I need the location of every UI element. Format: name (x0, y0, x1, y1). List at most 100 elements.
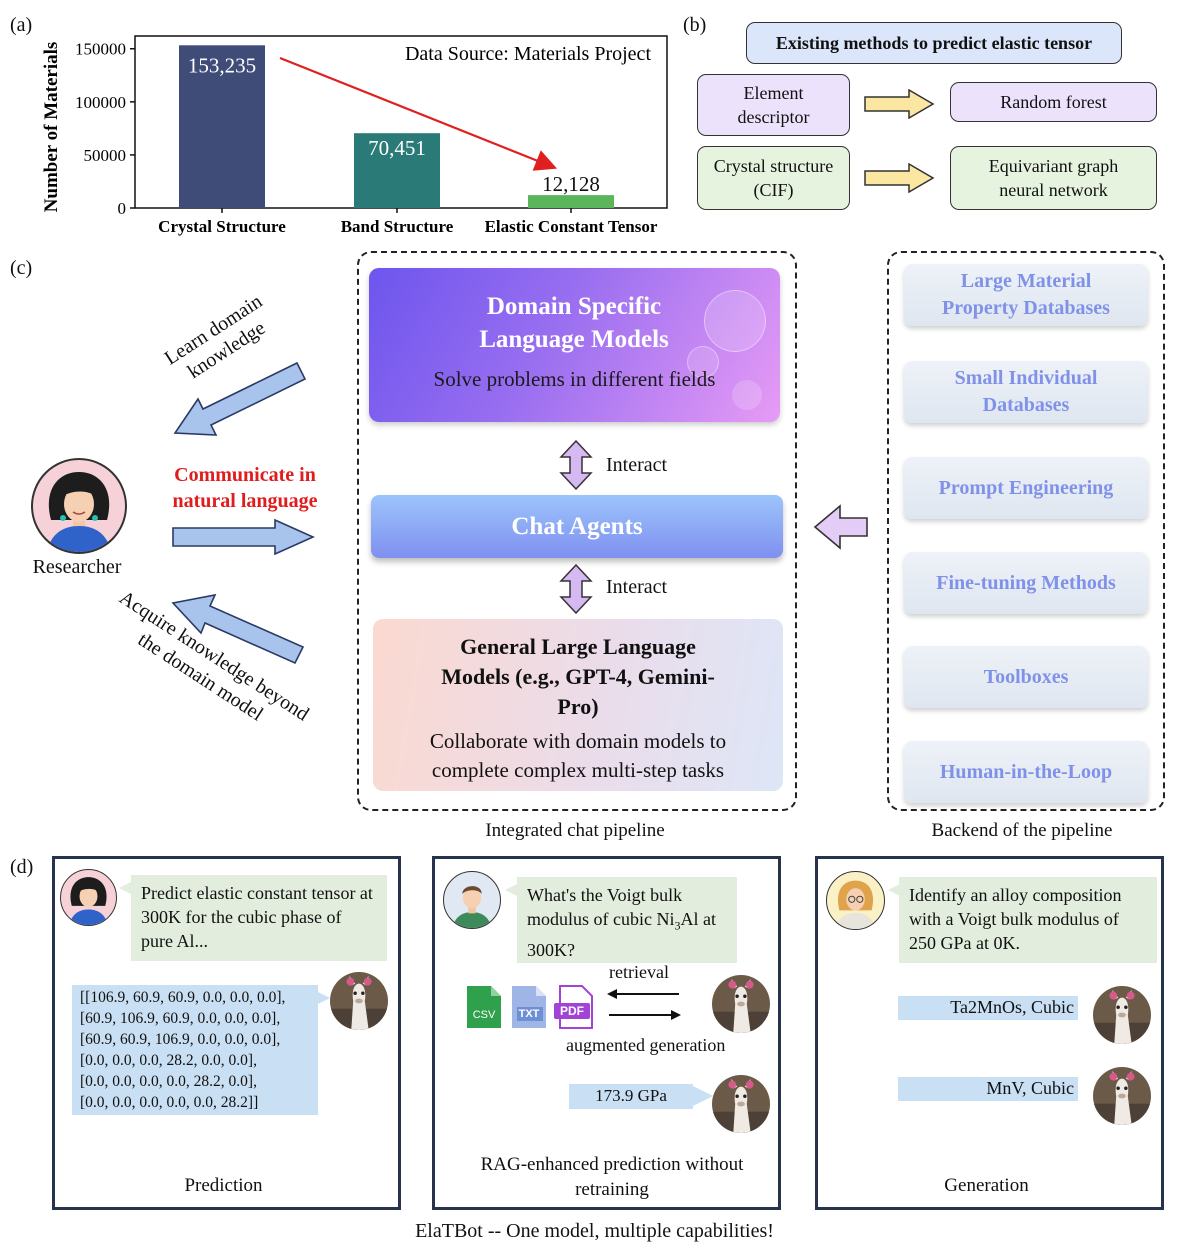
crystal-structure-label: Crystal structure (CIF) (713, 156, 834, 200)
data-label: 12,128 (542, 172, 600, 196)
yellow-arrow-icon (864, 163, 935, 193)
communicate-arrow-icon (172, 518, 315, 556)
acquire-arrow-icon (171, 593, 305, 665)
generation-answer-1: Ta2MnOs, Cubic (898, 996, 1078, 1020)
backend-dashed-frame (887, 251, 1165, 811)
backend-item-toolboxes: Toolboxes (904, 646, 1148, 708)
retrieval-label: retrieval (609, 962, 669, 982)
domain-models-card: Domain Specific Language Models Solve pr… (369, 268, 780, 422)
y-tick-label: 150000 (75, 40, 126, 59)
llama-icon (1093, 986, 1151, 1044)
panel-d-label: (d) (10, 856, 34, 878)
yellow-arrow-icon (864, 89, 935, 119)
backend-caption: Backend of the pipeline (931, 820, 1113, 841)
researcher-woman-icon (47, 472, 111, 552)
panel-a-label: (a) (10, 14, 33, 36)
domain-models-subtitle: Solve problems in different fields (433, 367, 716, 391)
crystal-structure-box: Crystal structure (CIF) (697, 146, 850, 210)
y-tick-label: 100000 (75, 93, 126, 112)
elatbot-avatar (712, 1075, 770, 1133)
x-tick-label: Elastic Constant Tensor (485, 217, 658, 236)
generation-question: Identify an alloy composition with a Voi… (899, 877, 1157, 963)
elatbot-avatar (1093, 986, 1151, 1044)
woman-glasses-user-icon (835, 880, 876, 929)
rag-question: What's the Voigt bulk modulus of cubic N… (517, 877, 737, 963)
data-label: 153,235 (188, 53, 256, 77)
bubble-decoration (704, 290, 766, 352)
llama-icon (712, 1075, 770, 1133)
elatbot-avatar (712, 975, 770, 1033)
prediction-caption: Prediction (184, 1175, 263, 1196)
chat-agents-title: Chat Agents (511, 512, 643, 540)
answer-row: [60.9, 60.9, 106.9, 0.0, 0.0, 0.0], (80, 1031, 281, 1048)
general-llm-title: General Large Language Models (e.g., GPT… (441, 634, 715, 719)
generation-caption: Generation (944, 1175, 1029, 1196)
generation-answer-2: MnV, Cubic (898, 1077, 1078, 1101)
panel-c-label: (c) (10, 257, 33, 279)
interact-label-2: Interact (606, 576, 668, 598)
bubble-decoration (687, 346, 719, 378)
llama-icon (1093, 1067, 1151, 1125)
researcher-avatar (31, 458, 127, 554)
answer-row: [0.0, 0.0, 0.0, 0.0, 0.0, 28.2]] (80, 1094, 259, 1111)
pdf-file-icon: PDF (553, 985, 595, 1029)
pipeline-dashed-frame (357, 251, 797, 811)
bubble-decoration (732, 380, 762, 410)
man-user-icon (452, 886, 492, 928)
backend-item-databases: Large Material Property Databases (904, 264, 1148, 326)
interact-double-arrow-icon (559, 564, 593, 614)
woman-user-icon (69, 877, 108, 925)
answer-row: [[106.9, 60.9, 60.9, 0.0, 0.0, 0.0], (80, 989, 286, 1006)
domain-models-title: Domain Specific Language Models (479, 293, 669, 353)
bubble-tail-icon (693, 1086, 713, 1106)
element-descriptor-box: Element descriptor (697, 74, 850, 136)
bar-chart: 0 50000 100000 150000 Number of MaterialsCry… (41, 35, 668, 236)
backend-item-fine-tuning: Fine-tuning Methods (904, 552, 1148, 614)
y-axis-label: Number of Materials (41, 42, 62, 213)
x-tick-label: Crystal Structure (158, 217, 286, 236)
researcher-label: Researcher (32, 556, 122, 578)
data-label: 70,451 (368, 136, 426, 160)
answer-row: [0.0, 0.0, 0.0, 0.0, 28.2, 0.0], (80, 1073, 257, 1090)
llama-icon (330, 972, 388, 1030)
elatbot-avatar (1093, 1067, 1151, 1125)
general-llm-card: General Large Language Models (e.g., GPT… (373, 619, 783, 791)
augmented-label: augmented generation (566, 1035, 726, 1055)
methods-title: Existing methods to predict elastic tens… (775, 33, 1093, 53)
footer-tagline: ElaTBot -- One model, multiple capabilit… (415, 1220, 774, 1242)
bubble-tail-icon (310, 988, 330, 1008)
trend-arrow (279, 56, 558, 171)
backend-arrow-icon (813, 504, 868, 550)
learn-arrow-icon (173, 361, 307, 436)
prediction-answer: [[106.9, 60.9, 60.9, 0.0, 0.0, 0.0], [60… (72, 985, 318, 1115)
txt-file-icon: TXT (509, 985, 547, 1029)
chat-agents-card: Chat Agents (371, 495, 783, 558)
answer-row: [60.9, 106.9, 60.9, 0.0, 0.0, 0.0], (80, 1010, 281, 1027)
rag-caption: RAG-enhanced prediction without retraini… (480, 1154, 744, 1200)
gnn-label: Equivariant graph neural network (988, 156, 1119, 200)
llama-icon (712, 975, 770, 1033)
bar (354, 133, 440, 208)
answer-row: [0.0, 0.0, 0.0, 28.2, 0.0, 0.0], (80, 1052, 257, 1069)
methods-title-box: Existing methods to predict elastic tens… (746, 22, 1122, 64)
user-avatar (443, 871, 501, 929)
rag-answer: 173.9 GPa (569, 1084, 693, 1109)
bar (528, 195, 614, 208)
panel-b-label: (b) (683, 14, 707, 36)
interact-double-arrow-icon (559, 440, 593, 490)
y-tick-label: 0 (118, 199, 127, 218)
retrieval-arrows-icon (607, 989, 681, 1020)
y-tick-label: 50000 (84, 146, 127, 165)
user-avatar (60, 869, 117, 926)
chart-annotation: Data Source: Materials Project (405, 43, 651, 65)
random-forest-box: Random forest (950, 82, 1157, 122)
backend-item-human-in-loop: Human-in-the-Loop (904, 741, 1148, 803)
communicate-text: Communicate in natural language (172, 464, 318, 512)
general-llm-subtitle: Collaborate with domain models to comple… (429, 729, 727, 782)
gnn-box: Equivariant graph neural network (950, 146, 1157, 210)
user-avatar (826, 871, 885, 930)
random-forest-label: Random forest (1000, 92, 1107, 112)
backend-item-small-databases: Small Individual Databases (904, 361, 1148, 423)
prediction-question: Predict elastic constant tensor at 300K … (131, 875, 387, 961)
backend-item-prompt-engineering: Prompt Engineering (904, 457, 1148, 519)
